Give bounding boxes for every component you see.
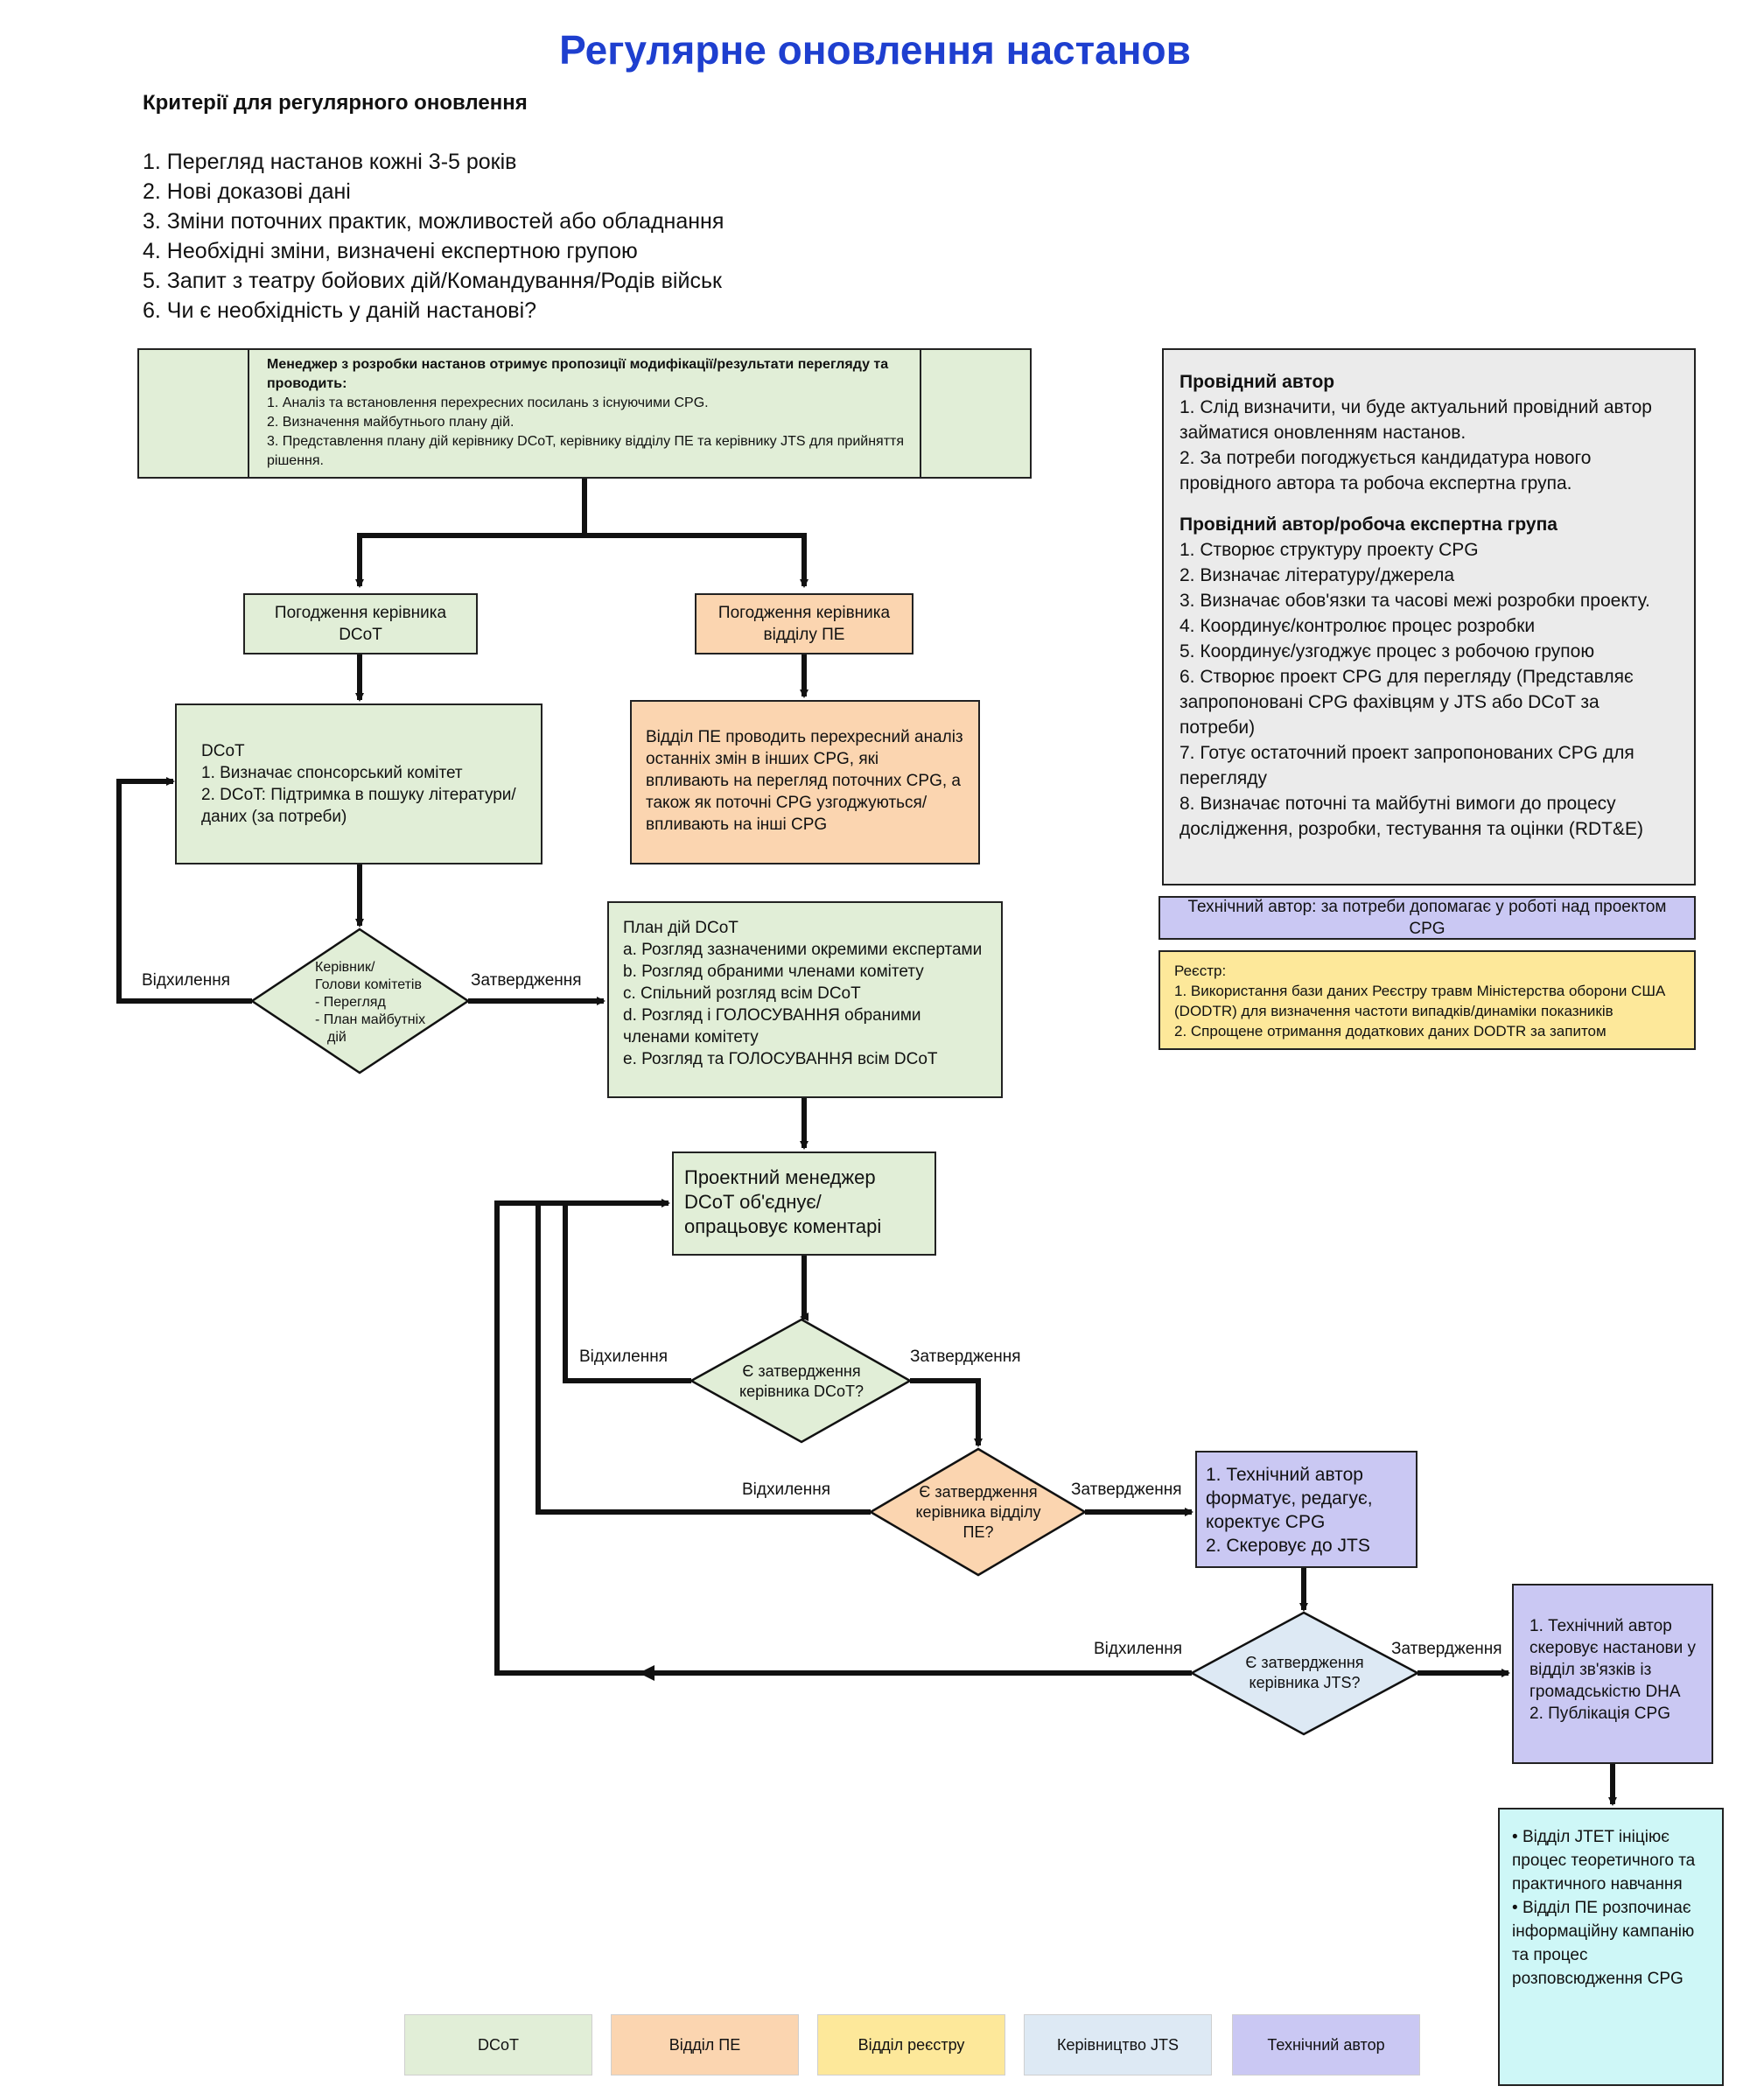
top-box: Менеджер з розробки настанов отримує про… xyxy=(137,348,1032,479)
top-box-item: 1. Аналіз та встановлення перехресних по… xyxy=(267,396,709,410)
edge-chair-reject xyxy=(116,777,252,1004)
diamond-pe-label: Є затвердження керівника відділу ПЕ? xyxy=(915,1482,1041,1541)
label-approve-3: Затвердження xyxy=(1071,1480,1182,1499)
edge-pe-reject xyxy=(536,1203,871,1515)
approval-pe-box: Погодження керівника відділу ПЕ xyxy=(695,593,914,654)
lead-group-item: 2. Визначає літературу/джерела xyxy=(1180,565,1455,585)
final-box: • Відділ JTET ініціює процес теоретичног… xyxy=(1498,1808,1724,2086)
label-approve-2: Затвердження xyxy=(910,1348,1021,1366)
top-box-item: 3. Представлення плану дій керівнику DCo… xyxy=(267,434,905,468)
diamond-chair-line: дій xyxy=(327,1030,346,1045)
criteria-list: 1. Перегляд настанов кожні 3-5 років 2. … xyxy=(143,147,724,326)
pe-analysis-box: Відділ ПЕ проводить перехресний аналіз о… xyxy=(630,700,980,864)
criteria-item: 1. Перегляд настанов кожні 3-5 років xyxy=(143,150,517,174)
legend-dcot: DCoT xyxy=(404,2014,592,2076)
plan-box-item: a. Розгляд зазначеними окремими експерта… xyxy=(623,941,983,959)
registry-item: 1. Використання бази даних Реєстру травм… xyxy=(1174,983,1666,1019)
dcot-box-item: 2. DCoT: Підтримка в пошуку літератури/д… xyxy=(201,786,516,826)
tech-box: 1. Технічний автор форматує, редагує, ко… xyxy=(1195,1451,1418,1568)
jts-reject-arrowhead xyxy=(639,1665,654,1681)
criteria-item: 4. Необхідні зміни, визначені експертною… xyxy=(143,239,638,263)
criteria-item: 6. Чи є необхідність у даній настанові? xyxy=(143,298,537,323)
plan-box-item: d. Розгляд і ГОЛОСУВАННЯ обраними членам… xyxy=(623,1006,921,1046)
label-reject-3: Відхилення xyxy=(742,1480,831,1499)
label-reject-2: Відхилення xyxy=(579,1348,668,1366)
tech-box-item: 1. Технічний автор форматує, редагує, ко… xyxy=(1206,1465,1373,1532)
top-box-left-panel xyxy=(139,350,249,477)
legend-registry: Відділ реєстру xyxy=(817,2014,1005,2076)
lead-group-item: 4. Координує/контролює процес розробки xyxy=(1180,616,1536,636)
top-box-right-panel xyxy=(920,350,1030,477)
edge-dcot-approve xyxy=(910,1378,983,1447)
registry-box: Реєстр: 1. Використання бази даних Реєст… xyxy=(1158,950,1696,1050)
top-box-item: 2. Визначення майбутнього плану дій. xyxy=(267,415,514,430)
tech-box-item: 2. Скеровує до JTS xyxy=(1206,1536,1370,1556)
lead-author-heading: Провідний автор xyxy=(1180,372,1335,392)
lead-group-item: 3. Визначає обов'язки та часові межі роз… xyxy=(1180,591,1650,611)
criteria-item: 3. Зміни поточних практик, можливостей а… xyxy=(143,209,724,234)
edge-top-to-pe xyxy=(584,533,808,588)
lead-group-item: 5. Координує/узгоджує процес з робочою г… xyxy=(1180,641,1595,662)
registry-item: 2. Спрощене отримання додаткових даних D… xyxy=(1174,1023,1606,1040)
legend-tech: Технічний автор xyxy=(1232,2014,1420,2076)
plan-box-item: b. Розгляд обраними членами комітету xyxy=(623,962,924,981)
plan-box-item: e. Розгляд та ГОЛОСУВАННЯ всім DCoT xyxy=(623,1050,938,1068)
approval-dcot-box: Погодження керівника DCoT xyxy=(243,593,478,654)
publish-box-item: 1. Технічний автор скеровує настанови у … xyxy=(1530,1617,1697,1701)
publish-box: 1. Технічний автор скеровує настанови у … xyxy=(1512,1584,1713,1764)
criteria-item: 5. Запит з театру бойових дій/Командуван… xyxy=(143,269,722,293)
lead-group-heading: Провідний автор/робоча експертна група xyxy=(1180,514,1558,535)
plan-box-heading: План дій DCoT xyxy=(623,919,738,937)
label-reject-4: Відхилення xyxy=(1094,1640,1183,1658)
page-title: Регулярне оновлення настанов xyxy=(559,27,1191,73)
edge-top-split xyxy=(355,479,587,588)
final-box-item: • Відділ JTET ініціює процес теоретичног… xyxy=(1512,1828,1696,1894)
final-box-item-text: Відділ ПЕ розпочинає інформаційну кампан… xyxy=(1512,1899,1695,1988)
diamond-chair-line: - План майбутніх xyxy=(315,1012,426,1027)
lead-group-item: 8. Визначає поточні та майбутні вимоги д… xyxy=(1180,794,1643,839)
dcot-box-heading: DCoT xyxy=(201,742,245,760)
lead-author-panel: Провідний автор 1. Слід визначити, чи бу… xyxy=(1162,348,1696,886)
diamond-jts-shape xyxy=(1189,1611,1420,1736)
diamond-chair-label: Керівник/ Голови комітетів - Перегляд - … xyxy=(298,959,429,1046)
top-box-content: Менеджер з розробки настанов отримує про… xyxy=(267,355,914,471)
label-reject-1: Відхилення xyxy=(142,971,231,990)
diamond-dcot-shape xyxy=(689,1318,913,1444)
legend-pe: Відділ ПЕ xyxy=(611,2014,799,2076)
diamond-chair-line: Голови комітетів xyxy=(315,977,422,992)
edge-pm-to-dcot xyxy=(800,1256,808,1321)
publish-box-item: 2. Публікація CPG xyxy=(1530,1704,1670,1723)
criteria-item: 2. Нові доказові дані xyxy=(143,179,351,204)
registry-heading: Реєстр: xyxy=(1174,962,1227,979)
pm-box: Проектний менеджер DCoT об'єднує/опрацьо… xyxy=(672,1152,936,1256)
diamond-chair-line: Керівник/ xyxy=(315,960,375,975)
dcot-box: DCoT 1. Визначає спонсорський комітет 2.… xyxy=(175,704,542,864)
legend-jts: Керівництво JTS xyxy=(1024,2014,1212,2076)
label-approve-1: Затвердження xyxy=(471,971,582,990)
final-box-item-text: Відділ JTET ініціює процес теоретичного … xyxy=(1512,1828,1696,1894)
label-approve-4: Затвердження xyxy=(1391,1640,1502,1658)
tech-author-note: Технічний автор: за потреби допомагає у … xyxy=(1158,896,1696,940)
diamond-pe-shape xyxy=(868,1447,1088,1577)
top-box-heading: Менеджер з розробки настанов отримує про… xyxy=(267,357,889,391)
lead-group-item: 7. Готує остаточний проект запропоновани… xyxy=(1180,743,1634,788)
plan-box-item: c. Спільний розгляд всім DCoT xyxy=(623,984,861,1003)
diamond-jts-label: Є затвердження керівника JTS? xyxy=(1245,1654,1364,1691)
final-box-item: • Відділ ПЕ розпочинає інформаційну камп… xyxy=(1512,1899,1695,1988)
diamond-chair-line: - Перегляд xyxy=(315,995,386,1010)
lead-group-item: 6. Створює проект CPG для перегляду (Пре… xyxy=(1180,667,1634,738)
lead-author-item: 2. За потреби погоджується кандидатура н… xyxy=(1180,448,1592,494)
plan-box: План дій DCoT a. Розгляд зазначеними окр… xyxy=(607,901,1003,1098)
lead-group-item: 1. Створює структуру проекту CPG xyxy=(1180,540,1479,560)
edge-jts-reject xyxy=(494,1199,1192,1676)
lead-author-item: 1. Слід визначити, чи буде актуальний пр… xyxy=(1180,397,1652,443)
diamond-chair-shape xyxy=(249,928,471,1074)
criteria-heading: Критерії для регулярного оновлення xyxy=(143,91,528,115)
dcot-box-item: 1. Визначає спонсорський комітет xyxy=(201,764,463,782)
diamond-dcot-label: Є затвердження керівника DCoT? xyxy=(739,1362,864,1400)
